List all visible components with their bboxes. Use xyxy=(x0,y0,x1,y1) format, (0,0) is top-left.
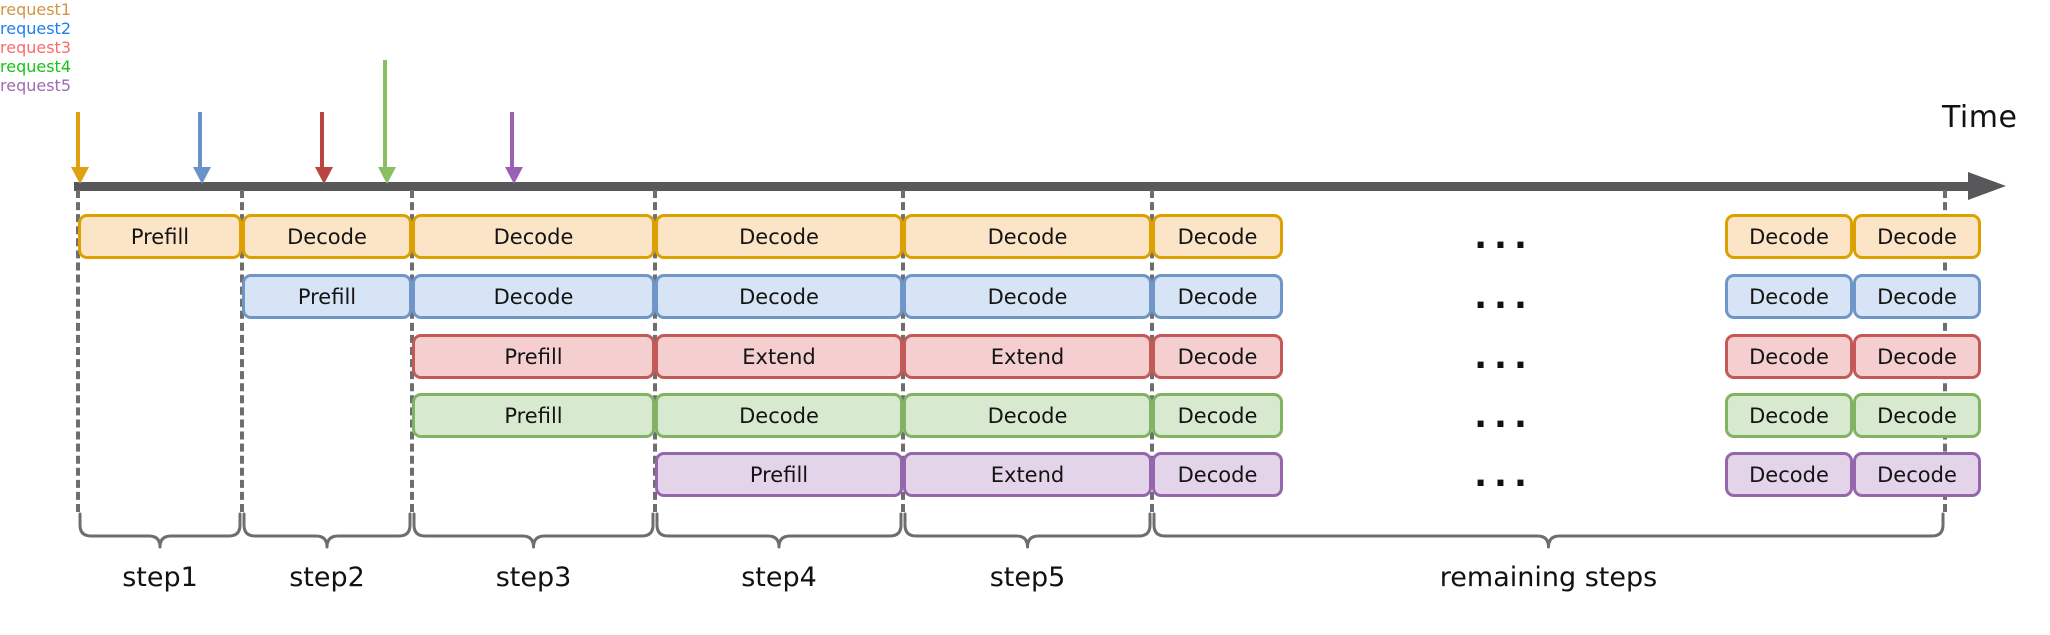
arrow-head-icon xyxy=(378,167,396,184)
block-request2-decode-7[interactable]: Decode xyxy=(1853,274,1981,319)
brace-3 xyxy=(412,512,655,549)
block-request1-prefill-1[interactable]: Prefill xyxy=(78,214,242,259)
request-label-request1: request1 xyxy=(0,0,71,19)
step-separator-2 xyxy=(240,190,244,512)
step-separator-1 xyxy=(76,190,80,512)
arrow-stem-icon xyxy=(76,112,80,170)
step-label-4: step4 xyxy=(741,562,817,593)
arrow-stem-icon xyxy=(320,112,324,170)
request-label-request3: request3 xyxy=(0,38,71,57)
block-request4-decode-6[interactable]: Decode xyxy=(1853,393,1981,438)
block-request3-extend-2[interactable]: Extend xyxy=(655,334,903,379)
step-label-6: remaining steps xyxy=(1439,562,1658,593)
brace-2 xyxy=(242,512,412,549)
block-request3-prefill-1[interactable]: Prefill xyxy=(412,334,655,379)
arrow-head-icon xyxy=(505,167,523,184)
block-request3-extend-3[interactable]: Extend xyxy=(903,334,1152,379)
block-request4-decode-2[interactable]: Decode xyxy=(655,393,903,438)
step-label-3: step3 xyxy=(495,562,572,593)
ellipsis-request2: ... xyxy=(1474,276,1534,317)
arrow-head-icon xyxy=(71,167,89,184)
block-request2-prefill-1[interactable]: Prefill xyxy=(242,274,412,319)
ellipsis-request4: ... xyxy=(1474,395,1534,436)
step-label-1: step1 xyxy=(122,562,198,593)
block-request5-decode-4[interactable]: Decode xyxy=(1725,452,1853,497)
arrow-stem-icon xyxy=(198,112,202,170)
time-axis-arrowhead xyxy=(1968,172,2006,200)
brace-4 xyxy=(655,512,903,549)
block-request2-decode-2[interactable]: Decode xyxy=(412,274,655,319)
block-request1-decode-6[interactable]: Decode xyxy=(1152,214,1283,259)
block-request4-decode-4[interactable]: Decode xyxy=(1152,393,1283,438)
block-request2-decode-6[interactable]: Decode xyxy=(1725,274,1853,319)
arrow-stem-icon xyxy=(510,112,514,170)
request-label-request4: request4 xyxy=(0,57,71,76)
block-request1-decode-8[interactable]: Decode xyxy=(1853,214,1981,259)
block-request1-decode-2[interactable]: Decode xyxy=(242,214,412,259)
block-request5-prefill-1[interactable]: Prefill xyxy=(655,452,903,497)
brace-5 xyxy=(903,512,1152,549)
time-axis-label: Time xyxy=(1942,100,2018,135)
step-label-2: step2 xyxy=(289,562,365,593)
arrow-head-icon xyxy=(193,167,211,184)
brace-6 xyxy=(1152,512,1945,549)
block-request4-prefill-1[interactable]: Prefill xyxy=(412,393,655,438)
ellipsis-request3: ... xyxy=(1474,336,1534,377)
block-request2-decode-3[interactable]: Decode xyxy=(655,274,903,319)
request-label-request2: request2 xyxy=(0,19,71,38)
brace-1 xyxy=(78,512,242,549)
block-request1-decode-4[interactable]: Decode xyxy=(655,214,903,259)
arrow-head-icon xyxy=(315,167,333,184)
step-label-5: step5 xyxy=(989,562,1066,593)
block-request5-decode-3[interactable]: Decode xyxy=(1152,452,1283,497)
block-request5-decode-5[interactable]: Decode xyxy=(1853,452,1981,497)
block-request2-decode-4[interactable]: Decode xyxy=(903,274,1152,319)
block-request3-decode-5[interactable]: Decode xyxy=(1725,334,1853,379)
block-request3-decode-4[interactable]: Decode xyxy=(1152,334,1283,379)
block-request2-decode-5[interactable]: Decode xyxy=(1152,274,1283,319)
block-request4-decode-5[interactable]: Decode xyxy=(1725,393,1853,438)
ellipsis-request5: ... xyxy=(1474,454,1534,495)
request-label-request5: request5 xyxy=(0,76,71,95)
block-request1-decode-3[interactable]: Decode xyxy=(412,214,655,259)
block-request5-extend-2[interactable]: Extend xyxy=(903,452,1152,497)
block-request1-decode-5[interactable]: Decode xyxy=(903,214,1152,259)
ellipsis-request1: ... xyxy=(1474,216,1534,257)
block-request3-decode-6[interactable]: Decode xyxy=(1853,334,1981,379)
block-request1-decode-7[interactable]: Decode xyxy=(1725,214,1853,259)
block-request4-decode-3[interactable]: Decode xyxy=(903,393,1152,438)
arrow-stem-icon xyxy=(383,60,387,170)
time-axis-line xyxy=(74,182,1974,191)
